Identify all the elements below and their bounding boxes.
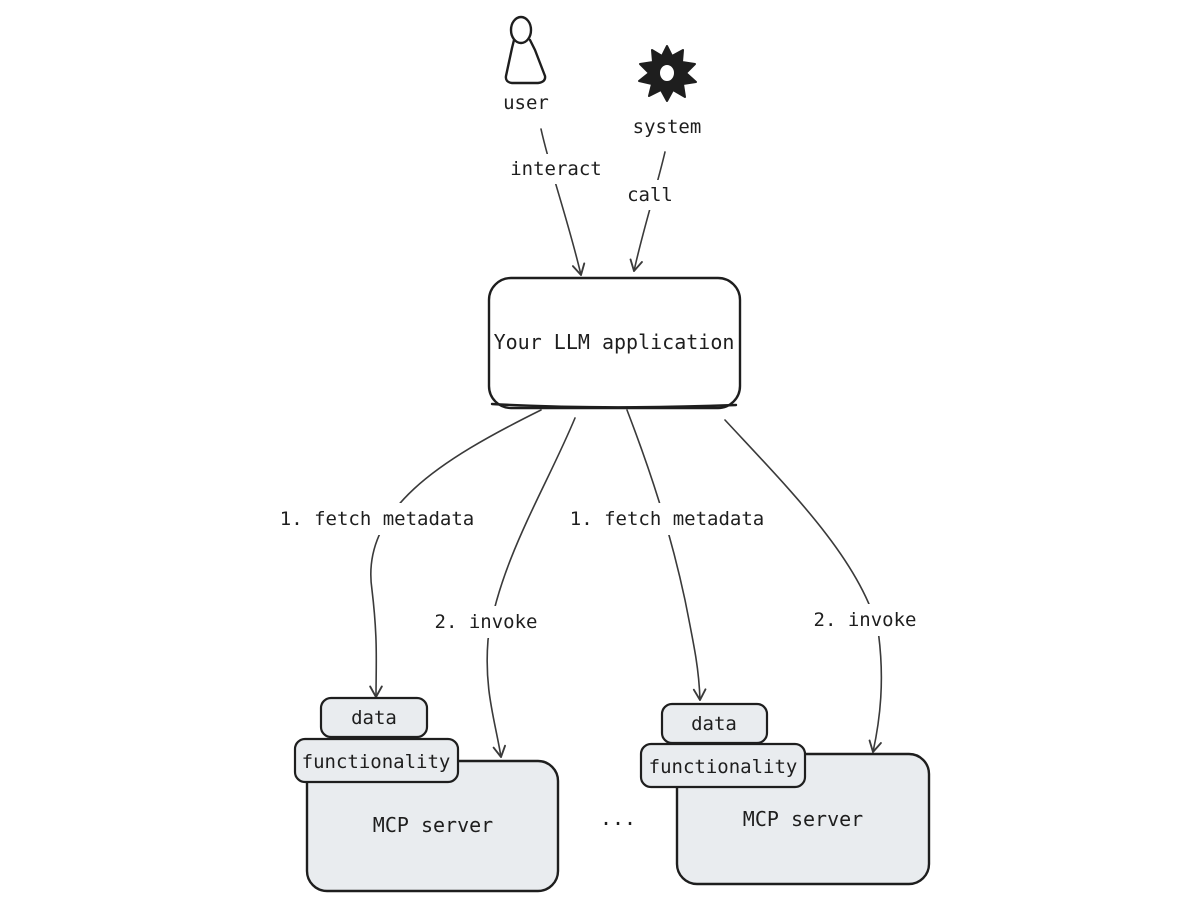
- left-invoke-label: 2. invoke: [435, 611, 538, 633]
- left-invoke-arrow: 2. invoke: [428, 417, 576, 758]
- user-actor: user: [503, 15, 549, 114]
- person-icon: [504, 15, 547, 85]
- mcp-server-right: MCP server functionality data: [639, 702, 931, 886]
- right-invoke-arrow: 2. invoke: [724, 419, 923, 753]
- functionality-tab-left: functionality: [293, 737, 460, 784]
- functionality-tab-right: functionality: [639, 742, 807, 789]
- left-fetch-metadata-label: 1. fetch metadata: [280, 508, 474, 530]
- call-label: call: [627, 184, 673, 206]
- ellipsis: ...: [600, 806, 636, 830]
- data-tab-right: data: [660, 702, 769, 745]
- interact-label: interact: [510, 158, 602, 180]
- data-right-label: data: [691, 713, 737, 735]
- data-tab-left: data: [319, 696, 429, 739]
- left-fetch-metadata-arrow: 1. fetch metadata: [270, 409, 542, 698]
- mcp-server-right-label: MCP server: [743, 807, 863, 831]
- functionality-right-label: functionality: [649, 756, 798, 778]
- data-left-label: data: [351, 707, 397, 729]
- user-label: user: [503, 92, 549, 114]
- right-fetch-metadata-arrow: 1. fetch metadata: [560, 409, 774, 701]
- llm-application-node: Your LLM application: [487, 276, 742, 410]
- right-invoke-label: 2. invoke: [814, 609, 917, 631]
- user-interact-arrow: interact: [505, 128, 607, 276]
- mcp-server-left: MCP server functionality data: [293, 696, 560, 893]
- system-call-arrow: call: [624, 151, 676, 272]
- gear-icon: [638, 45, 697, 102]
- system-label: system: [633, 116, 702, 138]
- mcp-server-left-label: MCP server: [373, 813, 493, 837]
- functionality-left-label: functionality: [302, 751, 451, 773]
- right-fetch-metadata-label: 1. fetch metadata: [570, 508, 764, 530]
- system-actor: system: [633, 45, 702, 138]
- llm-application-label: Your LLM application: [494, 330, 735, 354]
